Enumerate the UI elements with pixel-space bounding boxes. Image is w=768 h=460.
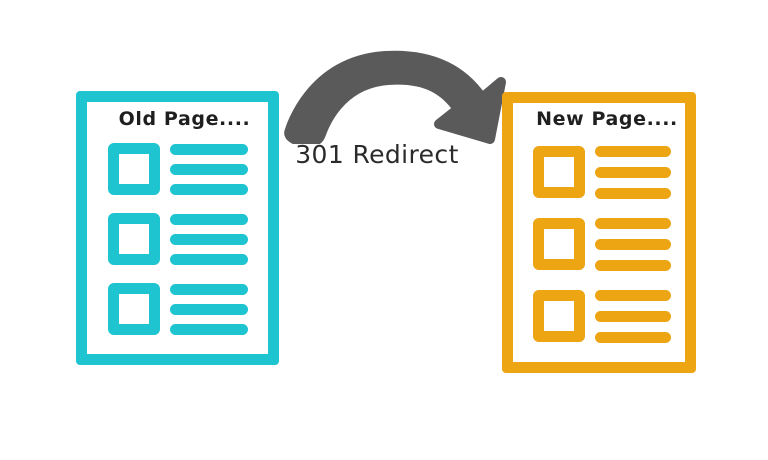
text-line — [595, 289, 671, 301]
text-lines-group — [170, 143, 259, 195]
new-page-row — [533, 216, 683, 272]
text-lines-group — [170, 213, 259, 265]
text-line — [595, 238, 671, 250]
text-lines-group — [595, 217, 683, 271]
checkbox-icon[interactable] — [108, 213, 160, 265]
text-line — [595, 145, 671, 157]
arrow-shape — [284, 50, 506, 144]
new-page-row — [533, 288, 683, 344]
old-page-row — [108, 142, 259, 196]
new-page-row — [533, 144, 683, 200]
text-line — [170, 233, 248, 245]
checkbox-icon[interactable] — [108, 143, 160, 195]
new-page-title: New Page.... — [536, 108, 678, 130]
new-page-card: New Page.... — [502, 92, 696, 373]
text-lines-group — [170, 283, 259, 335]
text-lines-group — [595, 145, 683, 199]
text-line — [170, 253, 248, 265]
text-line — [595, 331, 671, 343]
old-page-row — [108, 212, 259, 266]
old-page-title: Old Page.... — [118, 108, 251, 130]
text-line — [170, 143, 248, 155]
text-line — [595, 187, 671, 199]
text-line — [595, 217, 671, 229]
text-line — [595, 259, 671, 271]
text-line — [170, 303, 248, 315]
text-line — [595, 166, 671, 178]
text-line — [170, 183, 248, 195]
text-line — [170, 323, 248, 335]
redirect-label: 301 Redirect — [295, 140, 459, 169]
redirect-arrow-icon — [276, 42, 508, 144]
text-line — [170, 213, 248, 225]
old-page-card: Old Page.... — [76, 91, 279, 365]
checkbox-icon[interactable] — [533, 146, 585, 198]
text-lines-group — [595, 289, 683, 343]
checkbox-icon[interactable] — [108, 283, 160, 335]
checkbox-icon[interactable] — [533, 218, 585, 270]
checkbox-icon[interactable] — [533, 290, 585, 342]
text-line — [595, 310, 671, 322]
text-line — [170, 163, 248, 175]
old-page-row — [108, 282, 259, 336]
text-line — [170, 283, 248, 295]
